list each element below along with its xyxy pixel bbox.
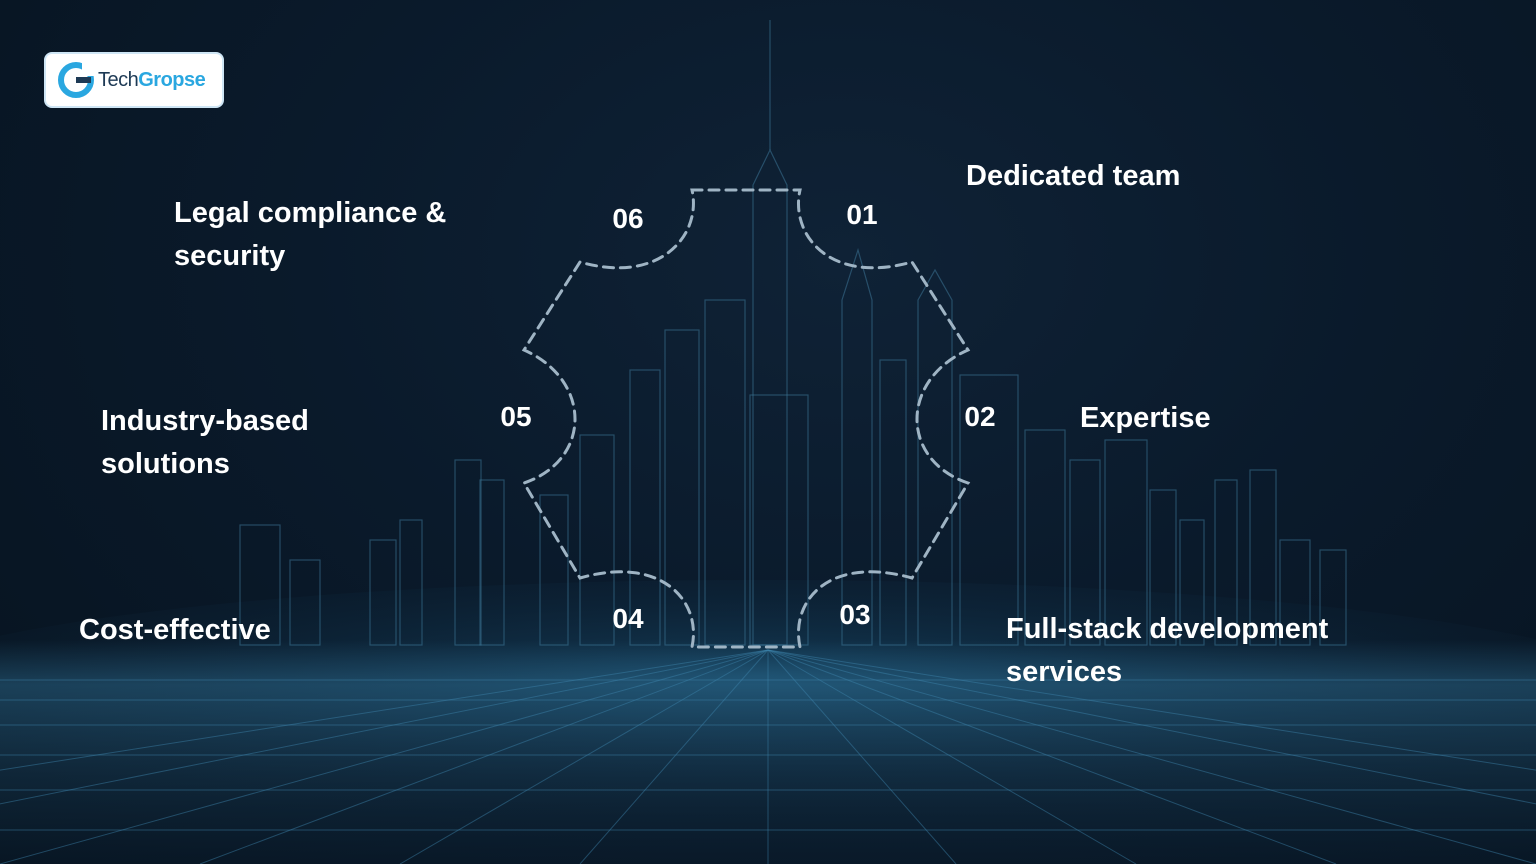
step-number-04: 04 bbox=[612, 603, 644, 634]
brand-g-icon bbox=[58, 62, 94, 98]
brand-logo[interactable]: TechGropse bbox=[44, 52, 224, 108]
city-skyline bbox=[239, 20, 1347, 646]
step-label-industry-based-line1: Industry-based bbox=[101, 405, 309, 437]
grid-floor-fill bbox=[0, 640, 1536, 864]
gear-outline bbox=[521, 188, 971, 649]
step-label-legal-compliance-line2: security bbox=[174, 240, 286, 272]
step-label-legal-compliance: Legal compliance & security bbox=[174, 192, 446, 278]
step-number-03: 03 bbox=[839, 599, 871, 630]
step-label-full-stack-line2: services bbox=[1006, 656, 1123, 688]
step-label-legal-compliance-line1: Legal compliance & bbox=[174, 197, 447, 229]
step-number-05: 05 bbox=[500, 401, 532, 432]
step-label-dedicated-team: Dedicated team bbox=[966, 160, 1181, 192]
brand-name: TechGropse bbox=[98, 68, 206, 92]
step-label-industry-based-line2: solutions bbox=[101, 448, 230, 480]
brand-name-part1: Tech bbox=[98, 68, 139, 91]
step-label-cost-effective: Cost-effective bbox=[79, 614, 271, 646]
grid-floor bbox=[0, 649, 1536, 864]
step-label-full-stack: Full-stack development services bbox=[1006, 608, 1328, 694]
brand-name-part2: Gropse bbox=[138, 68, 206, 91]
step-label-expertise: Expertise bbox=[1080, 402, 1211, 434]
step-number-01: 01 bbox=[846, 199, 878, 230]
step-label-full-stack-line1: Full-stack development bbox=[1006, 613, 1329, 645]
step-number-06: 06 bbox=[612, 203, 644, 234]
step-label-industry-based: Industry-based solutions bbox=[101, 400, 309, 486]
step-number-02: 02 bbox=[964, 401, 996, 432]
